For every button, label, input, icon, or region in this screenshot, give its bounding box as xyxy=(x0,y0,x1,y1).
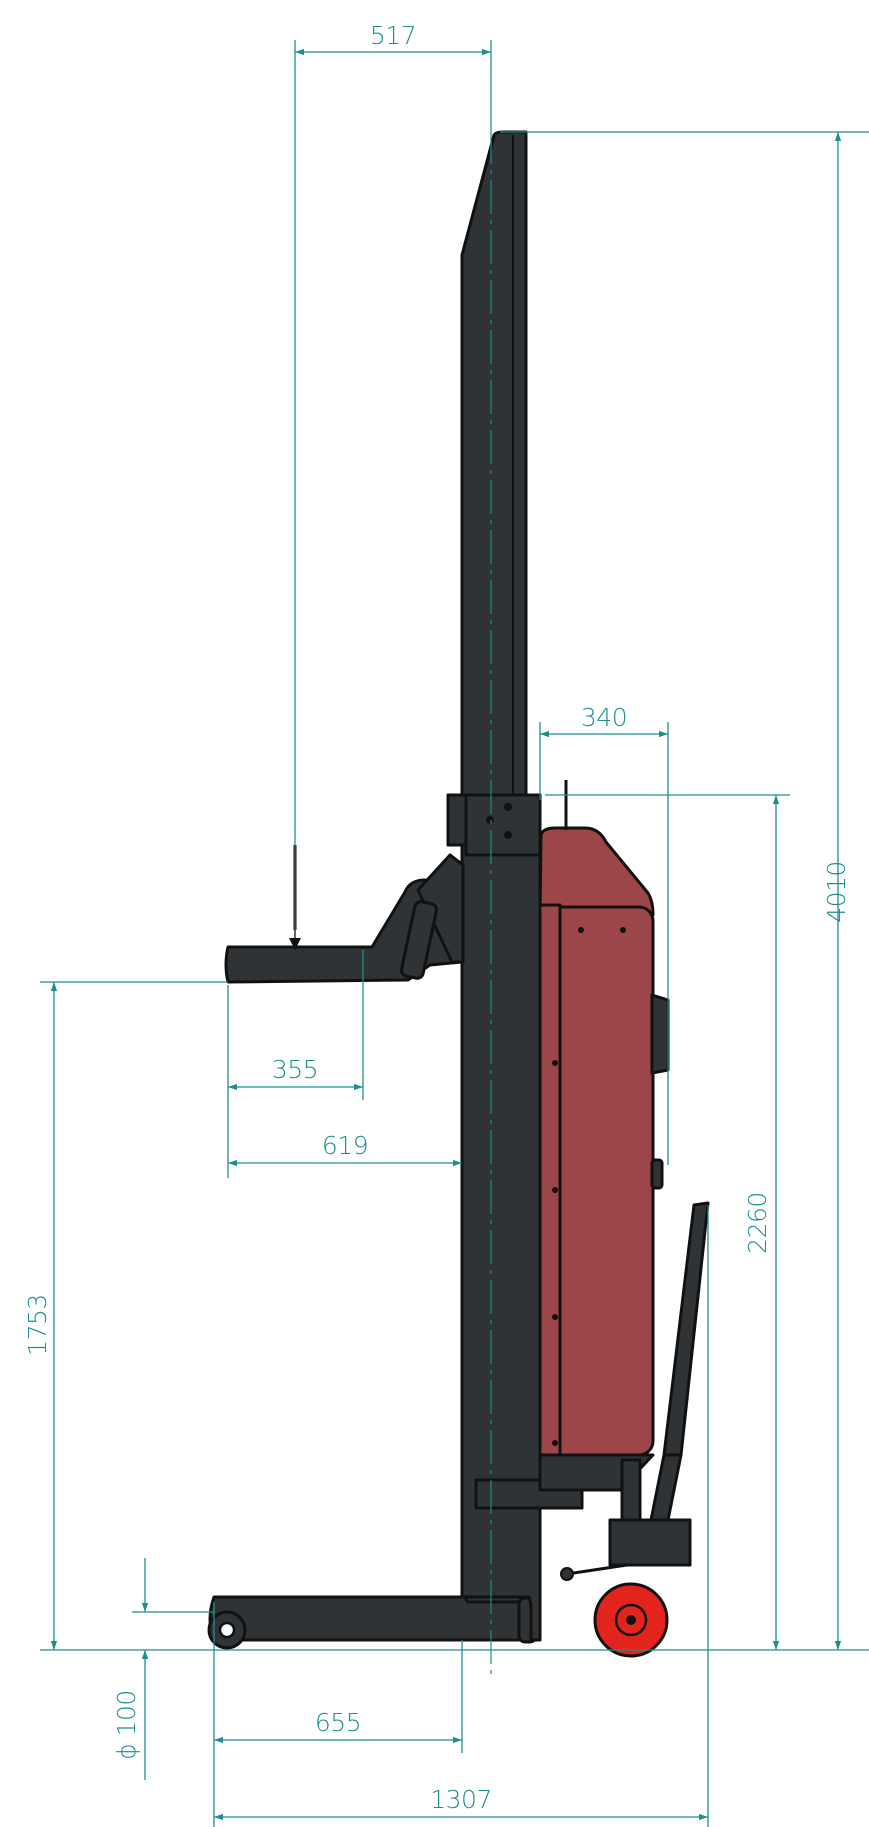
drive-housing-side-panel xyxy=(538,903,562,1457)
dimension-wheel-diameter: ϕ 100 xyxy=(112,1558,214,1780)
drawbar xyxy=(566,1563,628,1576)
dimension-label-1307: 1307 xyxy=(430,1785,492,1814)
column-carriage-block xyxy=(464,793,542,857)
column-cap-profile xyxy=(461,134,514,795)
tow-handle xyxy=(662,1201,710,1457)
main-column xyxy=(460,130,542,1642)
dimension-label-wheel-diameter: ϕ 100 xyxy=(112,1690,141,1760)
dimension-1307: 1307 xyxy=(214,1205,709,1827)
fork-strut xyxy=(399,900,439,980)
dimension-label-655: 655 xyxy=(315,1708,361,1737)
steering-post xyxy=(620,1458,642,1522)
drawbar-pivot xyxy=(560,1567,574,1581)
dimension-label-517: 517 xyxy=(370,21,416,50)
tow-handle-lower xyxy=(648,1453,683,1527)
steering-head xyxy=(608,1518,692,1567)
dimension-340: 340 xyxy=(539,703,669,1165)
dimension-label-340: 340 xyxy=(581,703,627,732)
dimension-1753: 1753 xyxy=(23,981,228,1650)
dimension-label-355: 355 xyxy=(272,1055,318,1084)
drive-housing-top xyxy=(538,826,655,917)
dimension-517: 517 xyxy=(294,21,492,845)
lift-machine xyxy=(207,130,710,1658)
front-caster xyxy=(207,1610,247,1650)
dimension-355: 355 xyxy=(227,950,364,1178)
housing-screws xyxy=(552,927,626,1446)
dimension-label-4010: 4010 xyxy=(822,861,851,923)
fork-brace xyxy=(416,853,465,964)
dimension-label-1753: 1753 xyxy=(23,1294,52,1356)
dimension-2260: 2260 xyxy=(545,794,790,1650)
dimension-label-619: 619 xyxy=(322,1131,368,1160)
carriage-bolts xyxy=(486,803,512,839)
dimension-619: 619 xyxy=(228,1131,462,1167)
drive-wheel xyxy=(593,1582,669,1658)
dimension-655: 655 xyxy=(213,1602,463,1827)
dimension-4010: 4010 xyxy=(500,131,869,1650)
dimension-label-2260: 2260 xyxy=(743,1192,772,1254)
drive-housing-side-bump xyxy=(650,993,670,1075)
side-latch xyxy=(650,1158,664,1190)
